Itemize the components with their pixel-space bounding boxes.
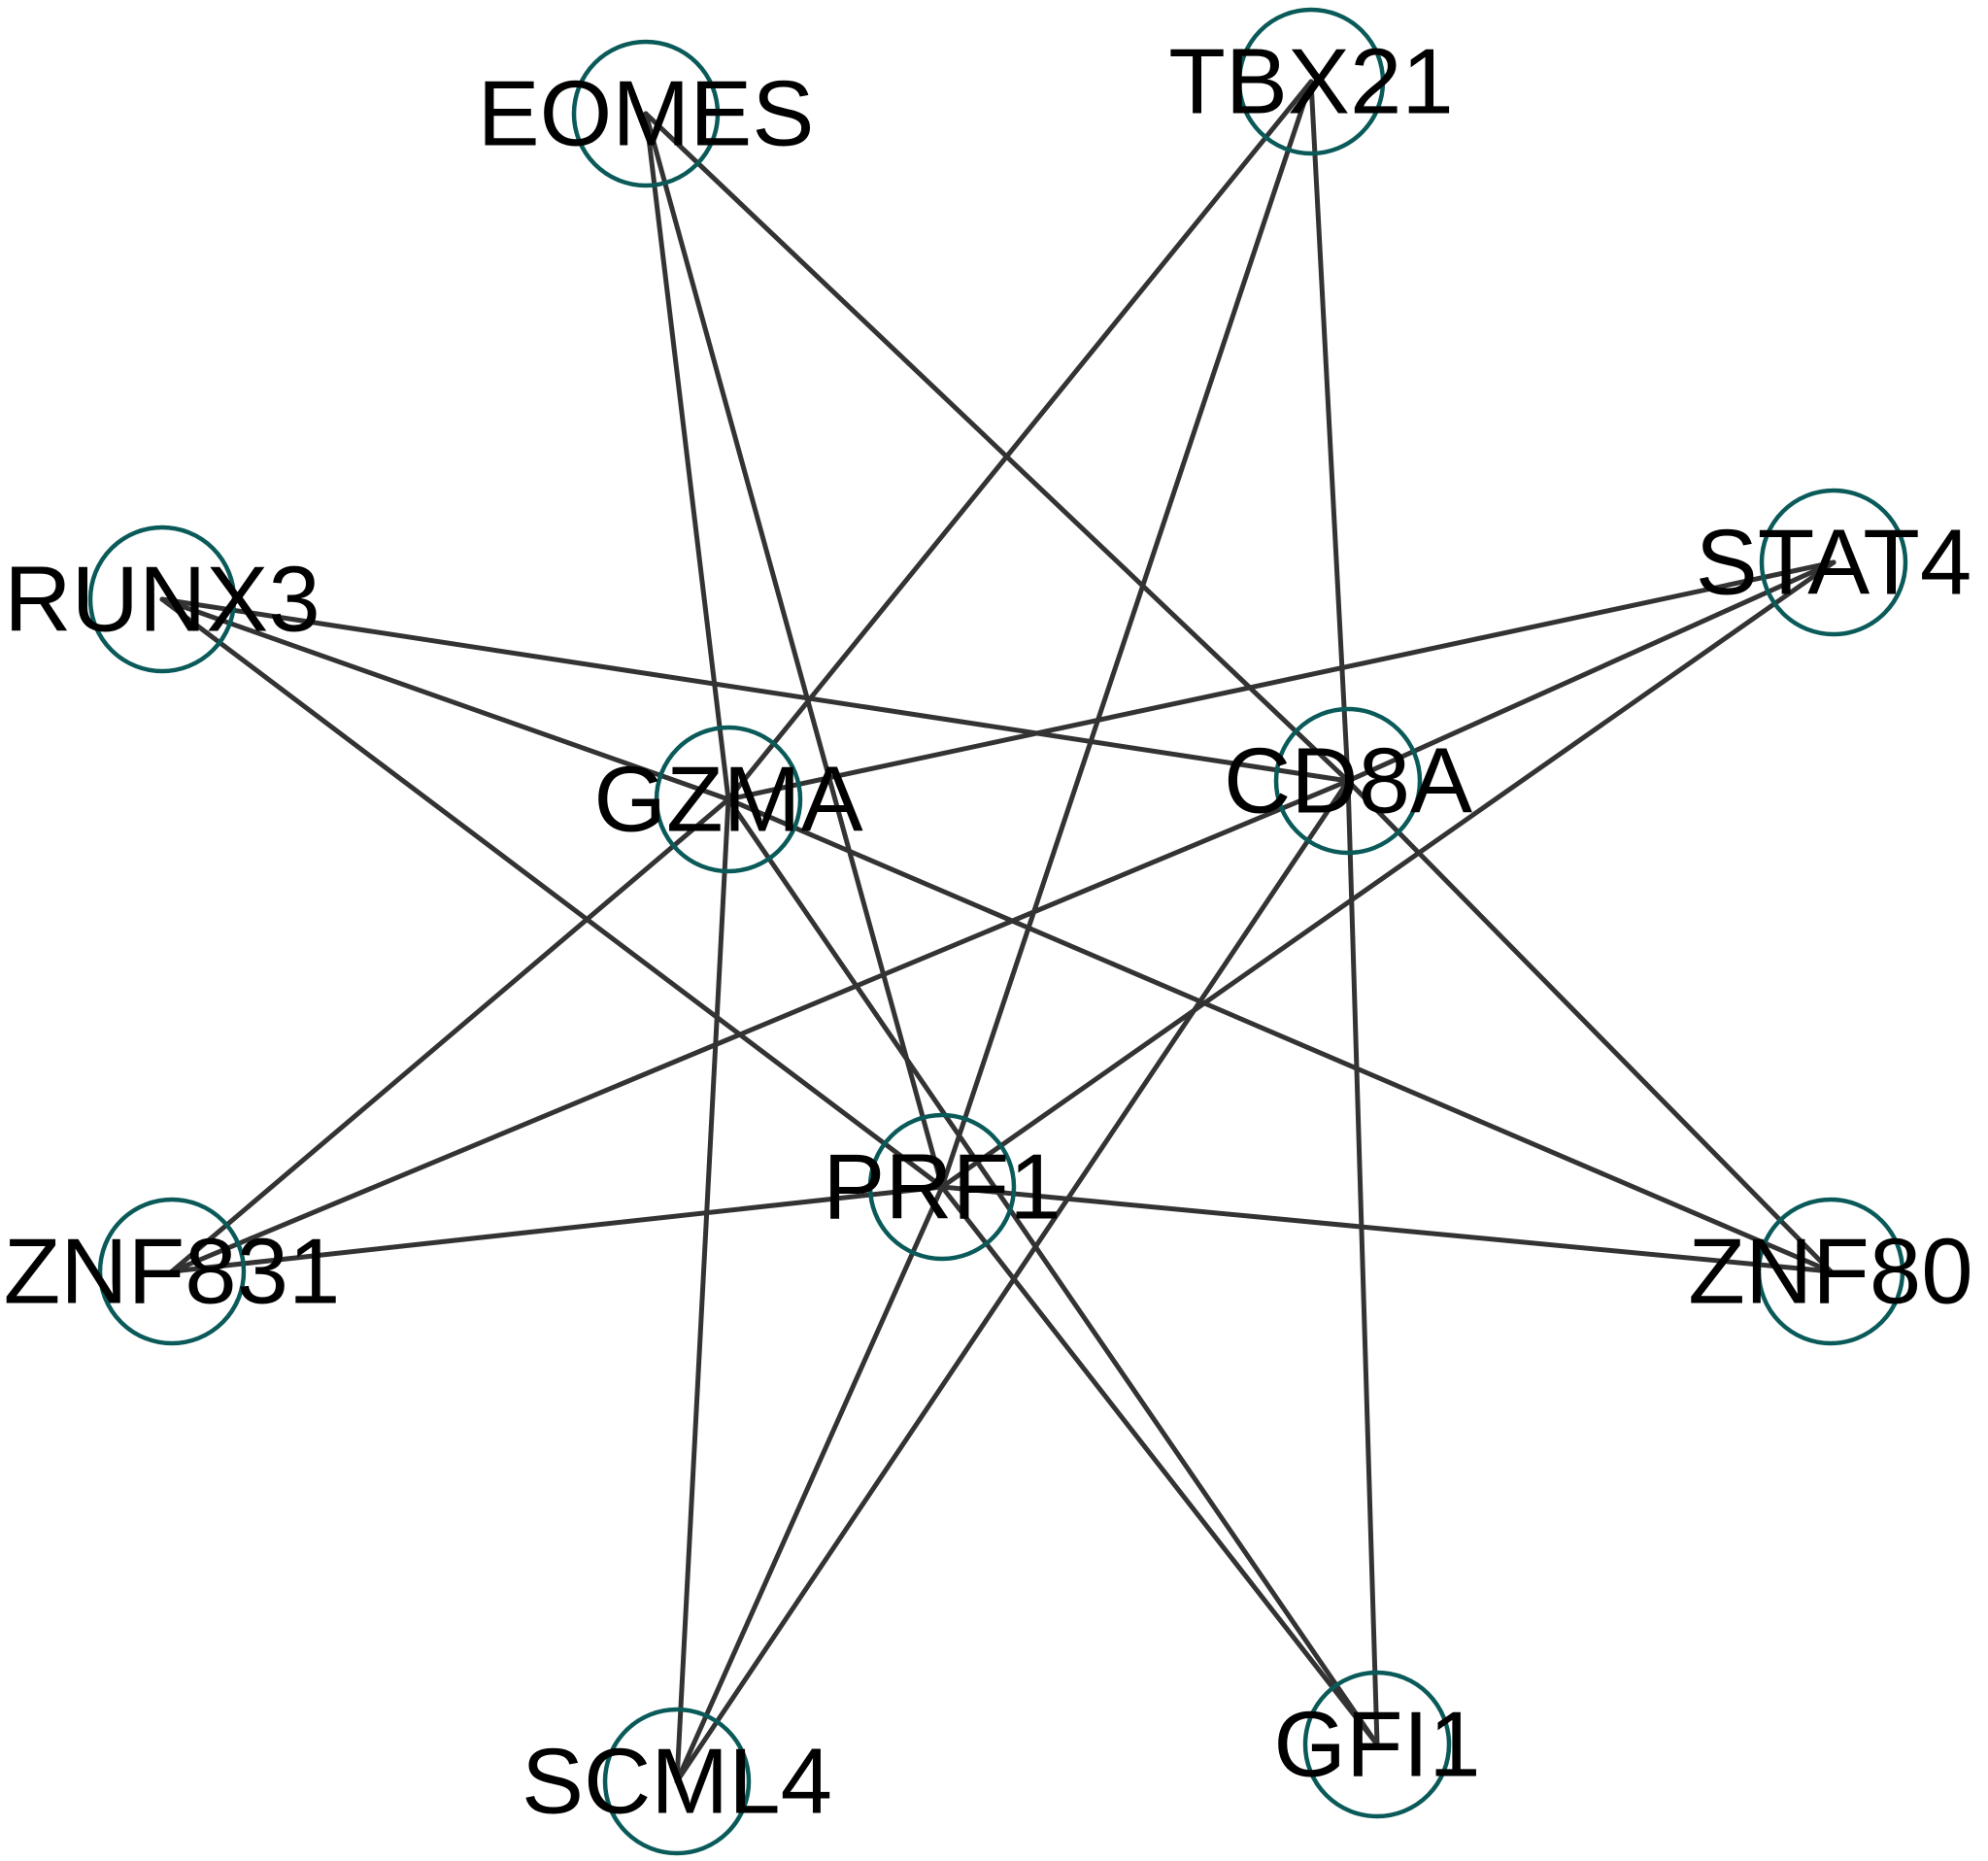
edge-cd8a-gfi1 bbox=[1345, 778, 1380, 1747]
node-znf831: ZNF831 bbox=[4, 1197, 341, 1346]
edge-runx3-gzma bbox=[159, 596, 731, 802]
edge-prf1-scml4 bbox=[674, 1184, 945, 1784]
node-circle bbox=[1236, 7, 1386, 156]
edge-prf1-znf831 bbox=[169, 1184, 945, 1274]
edge-eomes-prf1 bbox=[643, 111, 945, 1190]
node-znf80: ZNF80 bbox=[1688, 1197, 1973, 1346]
node-circle bbox=[602, 1707, 752, 1856]
node-label: SCML4 bbox=[522, 1730, 832, 1834]
edge-runx3-cd8a bbox=[159, 596, 1351, 784]
edge-eomes-cd8a bbox=[643, 111, 1351, 784]
edge-gzma-scml4 bbox=[674, 796, 731, 1784]
node-prf1: PRF1 bbox=[823, 1112, 1061, 1262]
node-circle bbox=[97, 1197, 247, 1346]
edge-gzma-gfi1 bbox=[725, 796, 1380, 1747]
node-circle bbox=[1759, 488, 1908, 637]
node-label: GFI1 bbox=[1273, 1693, 1480, 1797]
node-circle bbox=[654, 725, 803, 874]
node-scml4: SCML4 bbox=[522, 1707, 832, 1856]
node-circle bbox=[87, 524, 237, 674]
node-label: TBX21 bbox=[1168, 30, 1453, 134]
edge-runx3-prf1 bbox=[159, 596, 945, 1190]
node-tbx21: TBX21 bbox=[1168, 7, 1454, 156]
edge-gzma-znf831 bbox=[169, 796, 731, 1274]
edges-layer bbox=[159, 79, 1836, 1784]
node-runx3: RUNX3 bbox=[4, 524, 320, 674]
node-circle bbox=[1273, 706, 1423, 856]
node-label: PRF1 bbox=[823, 1135, 1061, 1239]
node-label: STAT4 bbox=[1696, 511, 1971, 615]
node-gzma: GZMA bbox=[593, 725, 863, 874]
node-label: GZMA bbox=[593, 748, 862, 852]
edge-stat4-cd8a bbox=[1345, 559, 1836, 784]
node-circle bbox=[867, 1112, 1017, 1262]
node-label: ZNF831 bbox=[4, 1220, 341, 1324]
edge-tbx21-cd8a bbox=[1308, 79, 1351, 784]
edge-tbx21-prf1 bbox=[939, 79, 1314, 1190]
node-cd8a: CD8A bbox=[1224, 706, 1472, 856]
node-label: EOMES bbox=[478, 62, 815, 166]
node-stat4: STAT4 bbox=[1696, 488, 1971, 637]
node-eomes: EOMES bbox=[478, 39, 815, 188]
edge-cd8a-znf831 bbox=[169, 778, 1351, 1274]
node-label: RUNX3 bbox=[4, 548, 320, 652]
edge-eomes-gzma bbox=[643, 111, 731, 802]
edge-prf1-gfi1 bbox=[939, 1184, 1380, 1747]
edge-gzma-znf80 bbox=[725, 796, 1834, 1274]
node-circle bbox=[571, 39, 721, 188]
edge-cd8a-scml4 bbox=[674, 778, 1351, 1784]
edge-tbx21-gzma bbox=[725, 79, 1314, 802]
edge-stat4-gzma bbox=[725, 559, 1836, 802]
edge-cd8a-znf80 bbox=[1345, 778, 1834, 1274]
edge-stat4-prf1 bbox=[939, 559, 1836, 1190]
node-circle bbox=[1302, 1670, 1452, 1819]
node-gfi1: GFI1 bbox=[1273, 1670, 1481, 1819]
node-circle bbox=[1756, 1197, 1905, 1346]
node-label: ZNF80 bbox=[1688, 1220, 1972, 1324]
node-label: CD8A bbox=[1224, 729, 1472, 833]
edge-prf1-znf80 bbox=[939, 1184, 1834, 1274]
